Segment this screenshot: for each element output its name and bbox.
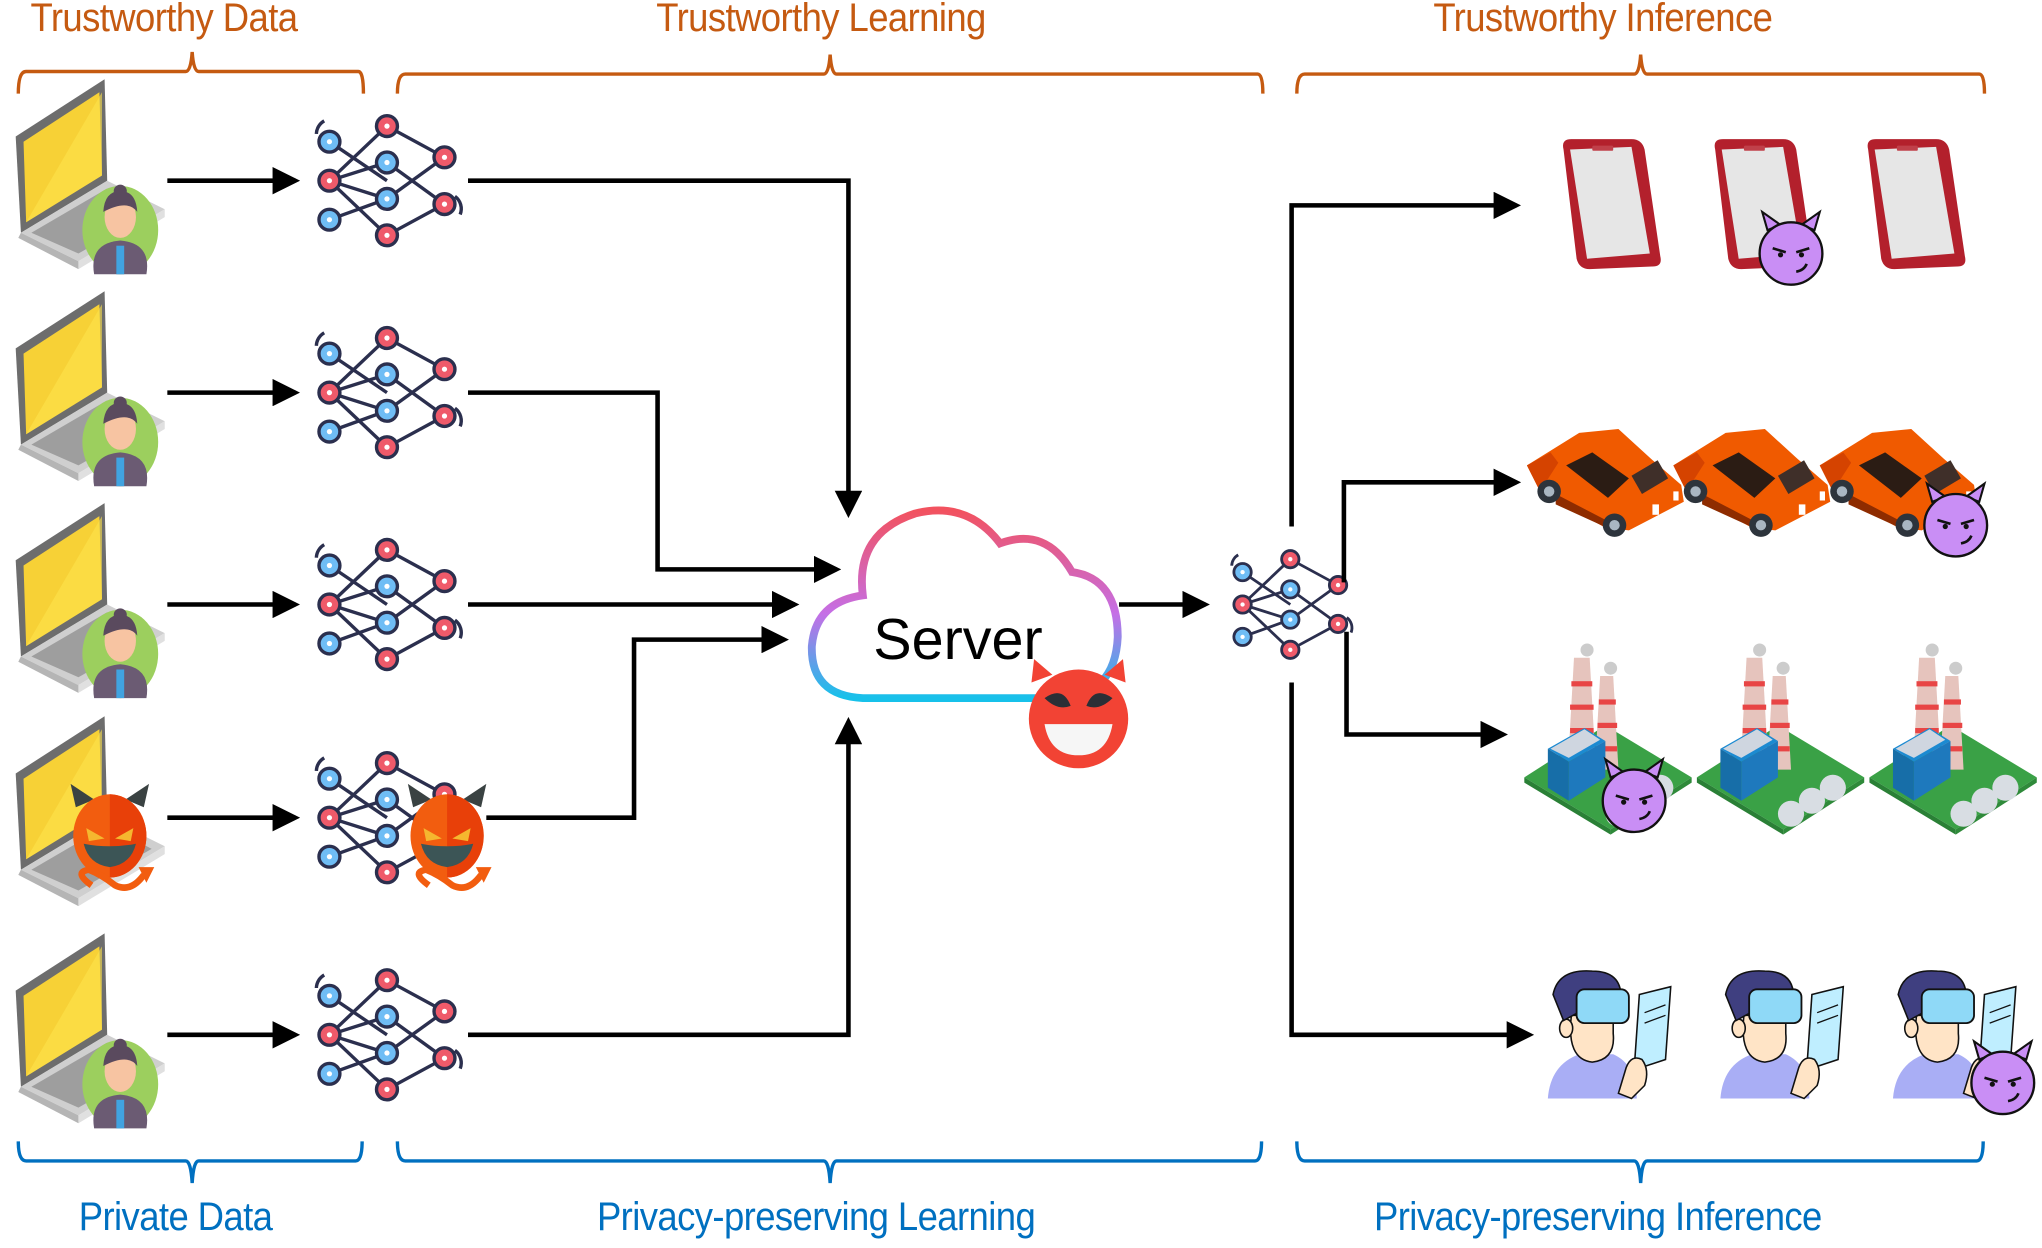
inference-group-smartphone [1563,139,1966,287]
vr-user-icon [1719,969,1845,1100]
inference-group-car [1526,428,1989,558]
car-icon [1526,428,1684,537]
server-label: Server [873,608,1043,673]
bracket-privacy-preserving-learning [395,1141,1264,1184]
client-row [15,79,463,275]
bracket-trustworthy-data [16,51,366,94]
local-model-nn-icon [314,968,463,1102]
connector-client-1 [468,178,863,519]
smartphone-icon [1867,139,1966,270]
local-model-nn-icon [314,114,463,248]
local-model-nn-icon [314,537,463,672]
car-icon [1673,428,1831,537]
red-devil-icon [1028,659,1129,769]
factory-icon [1869,643,2037,835]
local-model-nn-icon [314,325,463,460]
client-row [15,291,463,487]
cloud-icon [807,506,1122,702]
connector-to-cars [1341,468,1522,583]
connector-to-vr-users [1289,682,1535,1049]
connector-client-2 [468,390,842,584]
bracket-privacy-preserving-inference [1295,1141,1985,1184]
model-to-inference-connectors [1289,191,1535,1049]
label-privacy-preserving-inference: Privacy-preserving Inference [1374,1193,1822,1239]
bracket-private-data [16,1141,364,1184]
vr-user-icon [1546,969,1672,1100]
client-row [15,716,492,907]
inference-groups [1524,139,2037,1116]
malicious-client-devil-icon [71,784,155,888]
label-privacy-preserving-learning: Privacy-preserving Learning [596,1193,1036,1239]
inference-group-factory [1524,643,2037,835]
connector-to-factories [1344,631,1508,749]
malicious-model-devil-icon [408,784,492,888]
bottom-brackets [16,1141,1985,1184]
smartphone-icon [1563,139,1661,270]
client-row [15,933,463,1129]
label-trustworthy-data: Trustworthy Data [30,0,299,41]
bracket-trustworthy-inference [1295,54,1987,94]
connector-client-4 [486,625,789,820]
purple-devil-icon [1601,757,1667,834]
label-trustworthy-inference: Trustworthy Inference [1433,0,1773,41]
client-to-server-connectors [468,178,863,1038]
bracket-trustworthy-learning [395,54,1265,94]
purple-devil-icon [1758,210,1824,287]
purple-devil-icon [1923,482,1989,558]
client-rows [15,79,492,1129]
server-cloud[interactable] [807,506,1122,702]
label-private-data: Private Data [78,1193,273,1239]
connector-to-phones [1289,191,1522,527]
label-trustworthy-learning: Trustworthy Learning [656,0,986,41]
client-row [15,503,463,699]
top-brackets [16,51,1987,94]
purple-devil-icon [1970,1039,2036,1116]
inference-group-vr-user [1546,969,2036,1116]
connector-client-5 [468,716,863,1038]
global-model-nn-icon [1230,549,1354,660]
factory-icon [1696,643,1865,835]
